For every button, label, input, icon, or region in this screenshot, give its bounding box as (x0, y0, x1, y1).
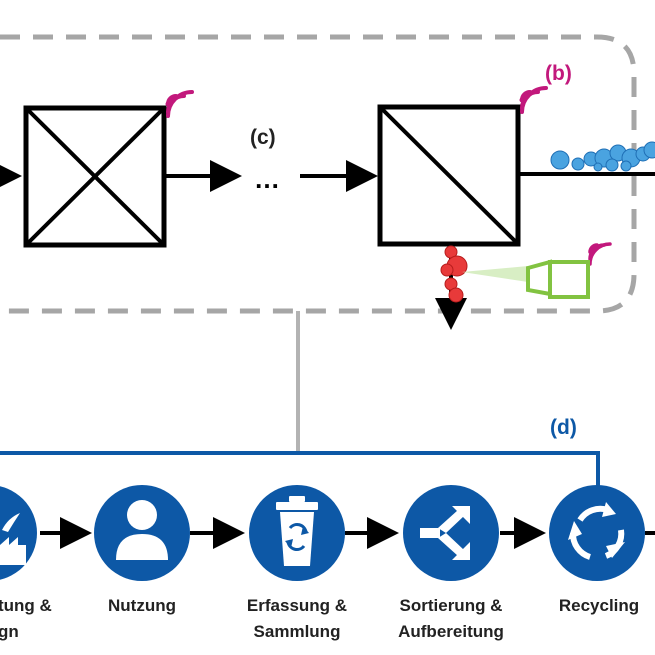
factory-icon (0, 513, 26, 565)
label-c: (c) (250, 126, 276, 149)
lifecycle-stage-sorting (403, 485, 499, 581)
stage-label-recycling: Recycling (559, 596, 639, 615)
reject-particles (440, 245, 468, 303)
stage-label-collection: Erfassung & (247, 596, 347, 615)
recycling-loop-line (0, 451, 600, 492)
stage-label-sorting-line2: Aufbereitung (398, 622, 504, 641)
trash-bin-icon (276, 496, 318, 566)
lifecycle-stage-recycling (549, 485, 645, 581)
process-box-shredder (23, 105, 167, 248)
label-ellipsis: … (254, 164, 280, 194)
label-b: (b) (545, 62, 572, 85)
stage-label-usage: Nutzung (108, 596, 176, 615)
label-d: (d) (550, 416, 577, 439)
stage-label-sorting: Sortierung & (400, 596, 503, 615)
process-box-separator (377, 104, 521, 247)
stage-label-production: tung & (0, 596, 52, 615)
user-icon (116, 500, 168, 560)
lifecycle-labels: tung & gn Nutzung Erfassung & Sammlung S… (0, 596, 639, 641)
output-particles (550, 141, 655, 172)
wireless-sensor-icon (588, 242, 612, 266)
recycle-icon (568, 502, 625, 560)
camera-sensor-icon (462, 259, 590, 299)
lifecycle-stage-production (0, 486, 37, 580)
stage-label-production-line2: gn (0, 622, 19, 641)
lifecycle-stage-collection (249, 485, 345, 581)
process-boundary-dashed (0, 34, 637, 314)
wireless-sensor-icon (519, 86, 548, 114)
wireless-sensor-icon (165, 90, 194, 118)
lifecycle-stage-usage (94, 485, 190, 581)
stage-label-collection-line2: Sammlung (254, 622, 341, 641)
split-arrows-icon (420, 506, 470, 560)
